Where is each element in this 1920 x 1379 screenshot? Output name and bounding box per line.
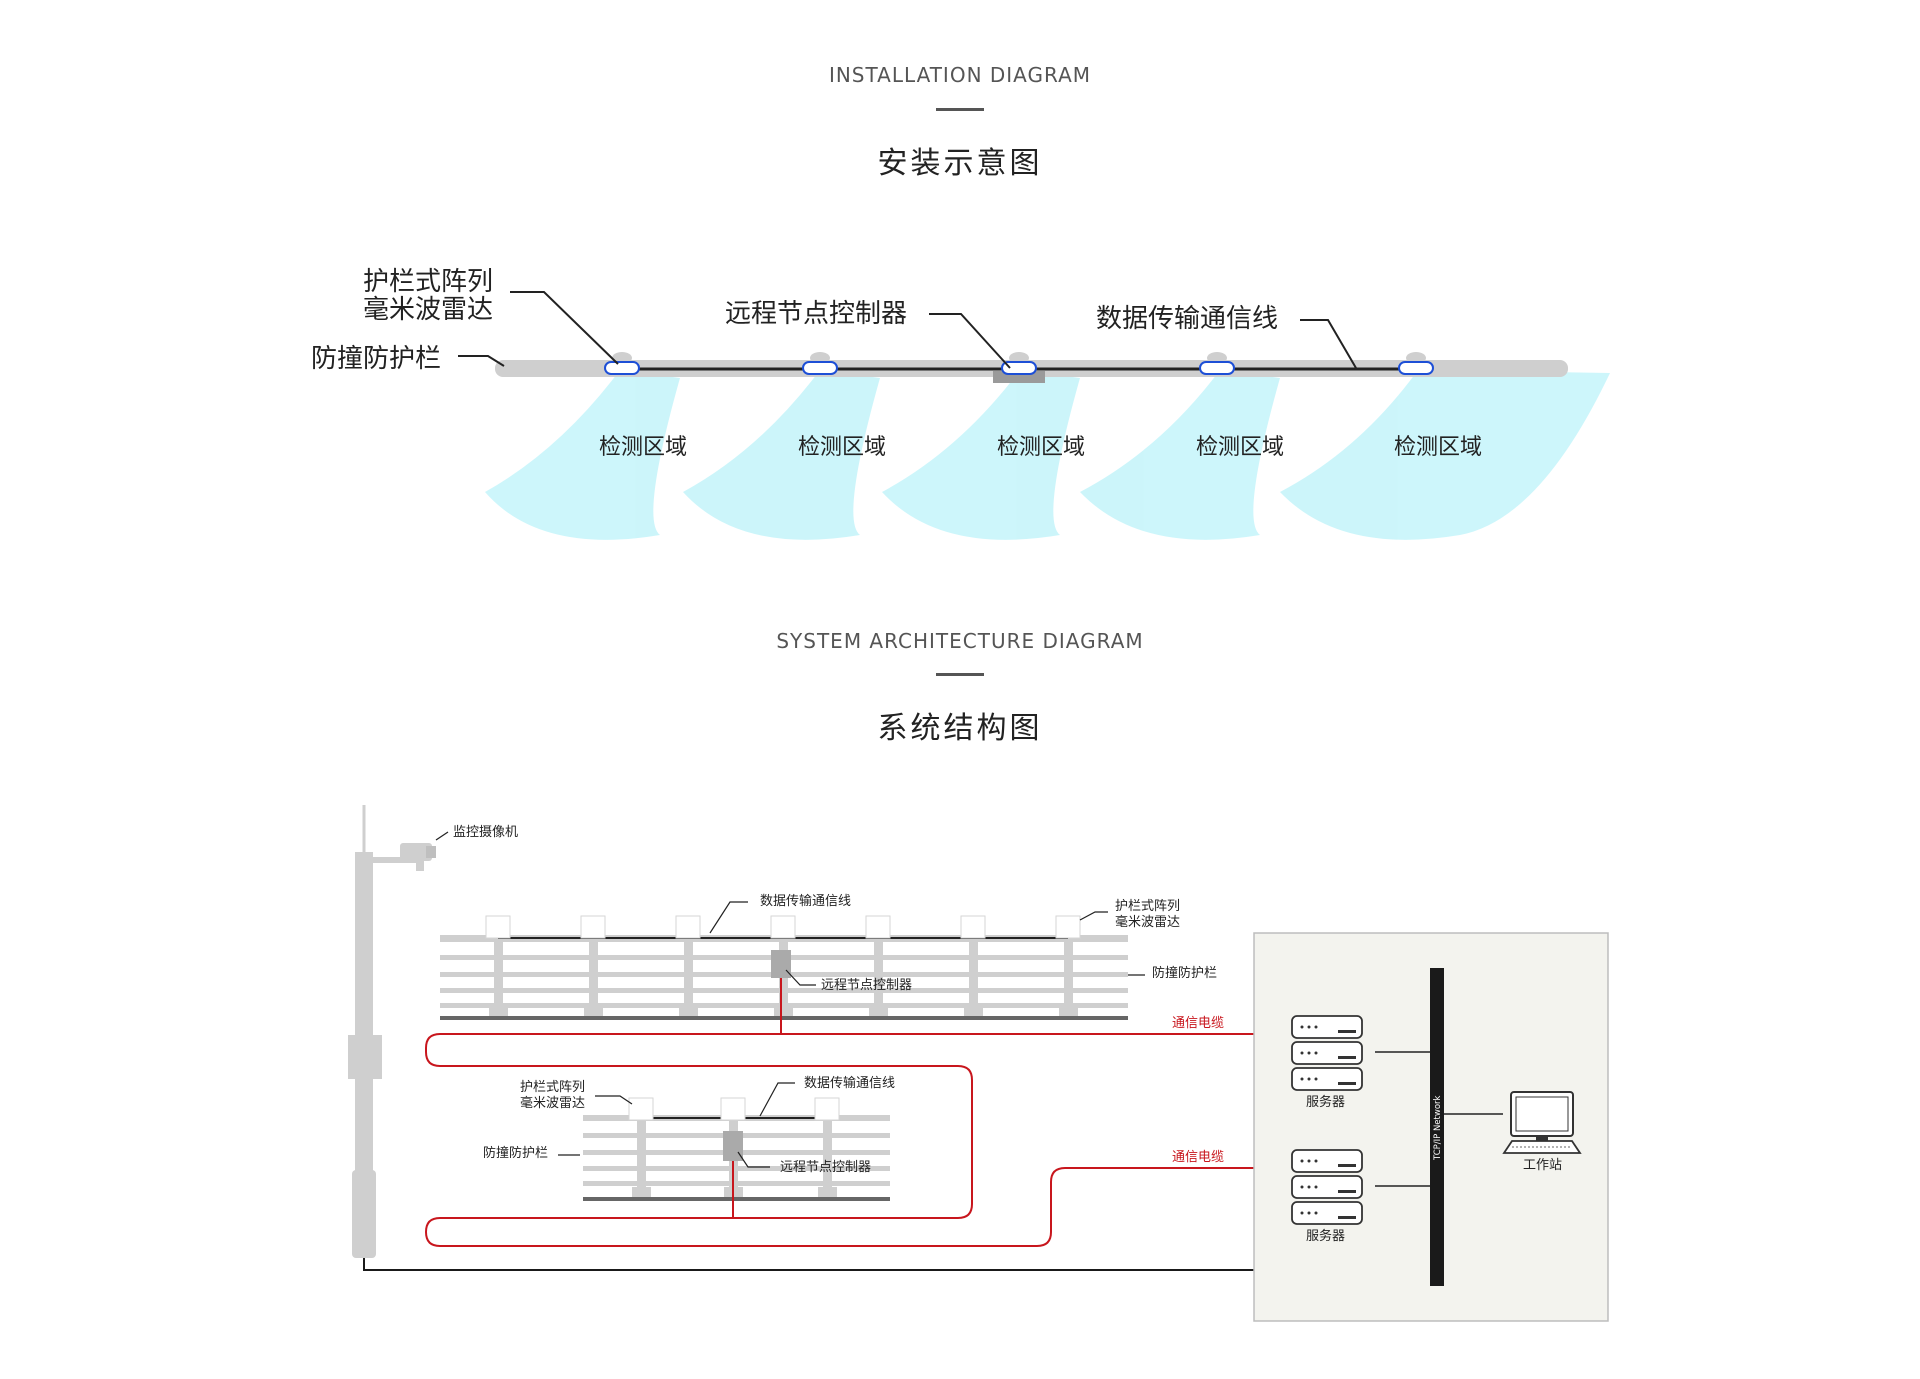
architecture-title-en: SYSTEM ARCHITECTURE DIAGRAM: [776, 629, 1144, 653]
radar-sensor-2: [802, 352, 838, 375]
upper-radar-leader: [1079, 911, 1108, 921]
data-line-label: 数据传输通信线: [1096, 304, 1278, 334]
radar-sensor-1: [604, 352, 640, 375]
radar-sensor-3: [1001, 352, 1037, 375]
zone-label-1: 检测区域: [599, 435, 687, 460]
lower-controller-label: 远程节点控制器: [780, 1160, 871, 1175]
lower-controller-leader: [737, 1151, 770, 1168]
lower-radar-sensors: [628, 1097, 840, 1121]
upper-radar-label-line2: 毫米波雷达: [1115, 914, 1180, 930]
installation-title-zh: 安装示意图: [877, 146, 1043, 181]
upper-server-stack-icon: [1291, 1015, 1363, 1091]
detection-zone-4: [1080, 370, 1280, 540]
lower-node-controller-box: [723, 1131, 743, 1161]
radar-sensor-4: [1199, 352, 1235, 375]
surveillance-camera-icon: [400, 843, 436, 871]
communication-cable-red: [424, 978, 1292, 1247]
upper-guardrail-label: 防撞防护栏: [1152, 965, 1217, 981]
camera-leader-line: [435, 831, 449, 841]
upper-radar-sensors: [485, 915, 1081, 939]
detection-zone-3: [882, 370, 1080, 540]
workstation-computer-icon: [1502, 1091, 1582, 1154]
upper-data-line-label: 数据传输通信线: [760, 893, 851, 909]
zone-label-3: 检测区域: [997, 435, 1085, 460]
controller-leader-line: [929, 313, 1011, 369]
lower-guardrail-label: 防撞防护栏: [483, 1145, 548, 1161]
upper-cable-label: 通信电缆: [1172, 1015, 1224, 1031]
upper-controller-label: 远程节点控制器: [821, 978, 912, 993]
detection-zone-1: [485, 370, 680, 540]
zone-label-2: 检测区域: [798, 435, 886, 460]
installation-title-divider: [936, 108, 984, 111]
lower-radar-label-line2: 毫米波雷达: [520, 1095, 585, 1111]
installation-title-en: INSTALLATION DIAGRAM: [828, 63, 1092, 87]
guardrail-leader-line: [458, 355, 505, 367]
upper-radar-label-line1: 护栏式阵列: [1115, 899, 1180, 914]
upper-data-line-leader: [709, 901, 748, 934]
lower-data-line-label: 数据传输通信线: [804, 1075, 895, 1091]
network-bar: [1430, 968, 1444, 1286]
radar-label-line1: 护栏式阵列: [363, 267, 493, 297]
upper-controller-leader: [785, 969, 816, 986]
upper-node-controller-box: [771, 950, 791, 978]
detection-zone-2: [683, 370, 880, 540]
radar-label-line2: 毫米波雷达: [363, 295, 493, 325]
workstation-label: 工作站: [1523, 1158, 1562, 1173]
upper-server-label: 服务器: [1306, 1094, 1345, 1110]
lower-server-stack-icon: [1291, 1149, 1363, 1225]
lower-radar-leader: [595, 1095, 633, 1105]
zone-label-4: 检测区域: [1196, 435, 1284, 460]
architecture-title-zh: 系统结构图: [877, 711, 1043, 746]
lower-cable-label: 通信电缆: [1172, 1149, 1224, 1165]
camera-label: 监控摄像机: [453, 825, 518, 840]
lower-server-label: 服务器: [1306, 1228, 1345, 1244]
lower-radar-label-line1: 护栏式阵列: [520, 1080, 585, 1095]
detection-zone-5: [1280, 370, 1610, 540]
architecture-title-divider: [936, 673, 984, 676]
radar-leader-line: [510, 291, 619, 365]
zone-label-5: 检测区域: [1394, 435, 1482, 460]
radar-sensor-5: [1398, 352, 1434, 375]
lower-data-line-leader: [759, 1082, 795, 1117]
data-line-leader-line: [1300, 319, 1357, 369]
guardrail-label: 防撞防护栏: [311, 344, 441, 374]
camera-pole: [348, 805, 423, 1258]
controller-label: 远程节点控制器: [725, 299, 907, 329]
network-label: TCP/IP Network: [1433, 1095, 1443, 1161]
camera-network-cable: [363, 1258, 1430, 1271]
